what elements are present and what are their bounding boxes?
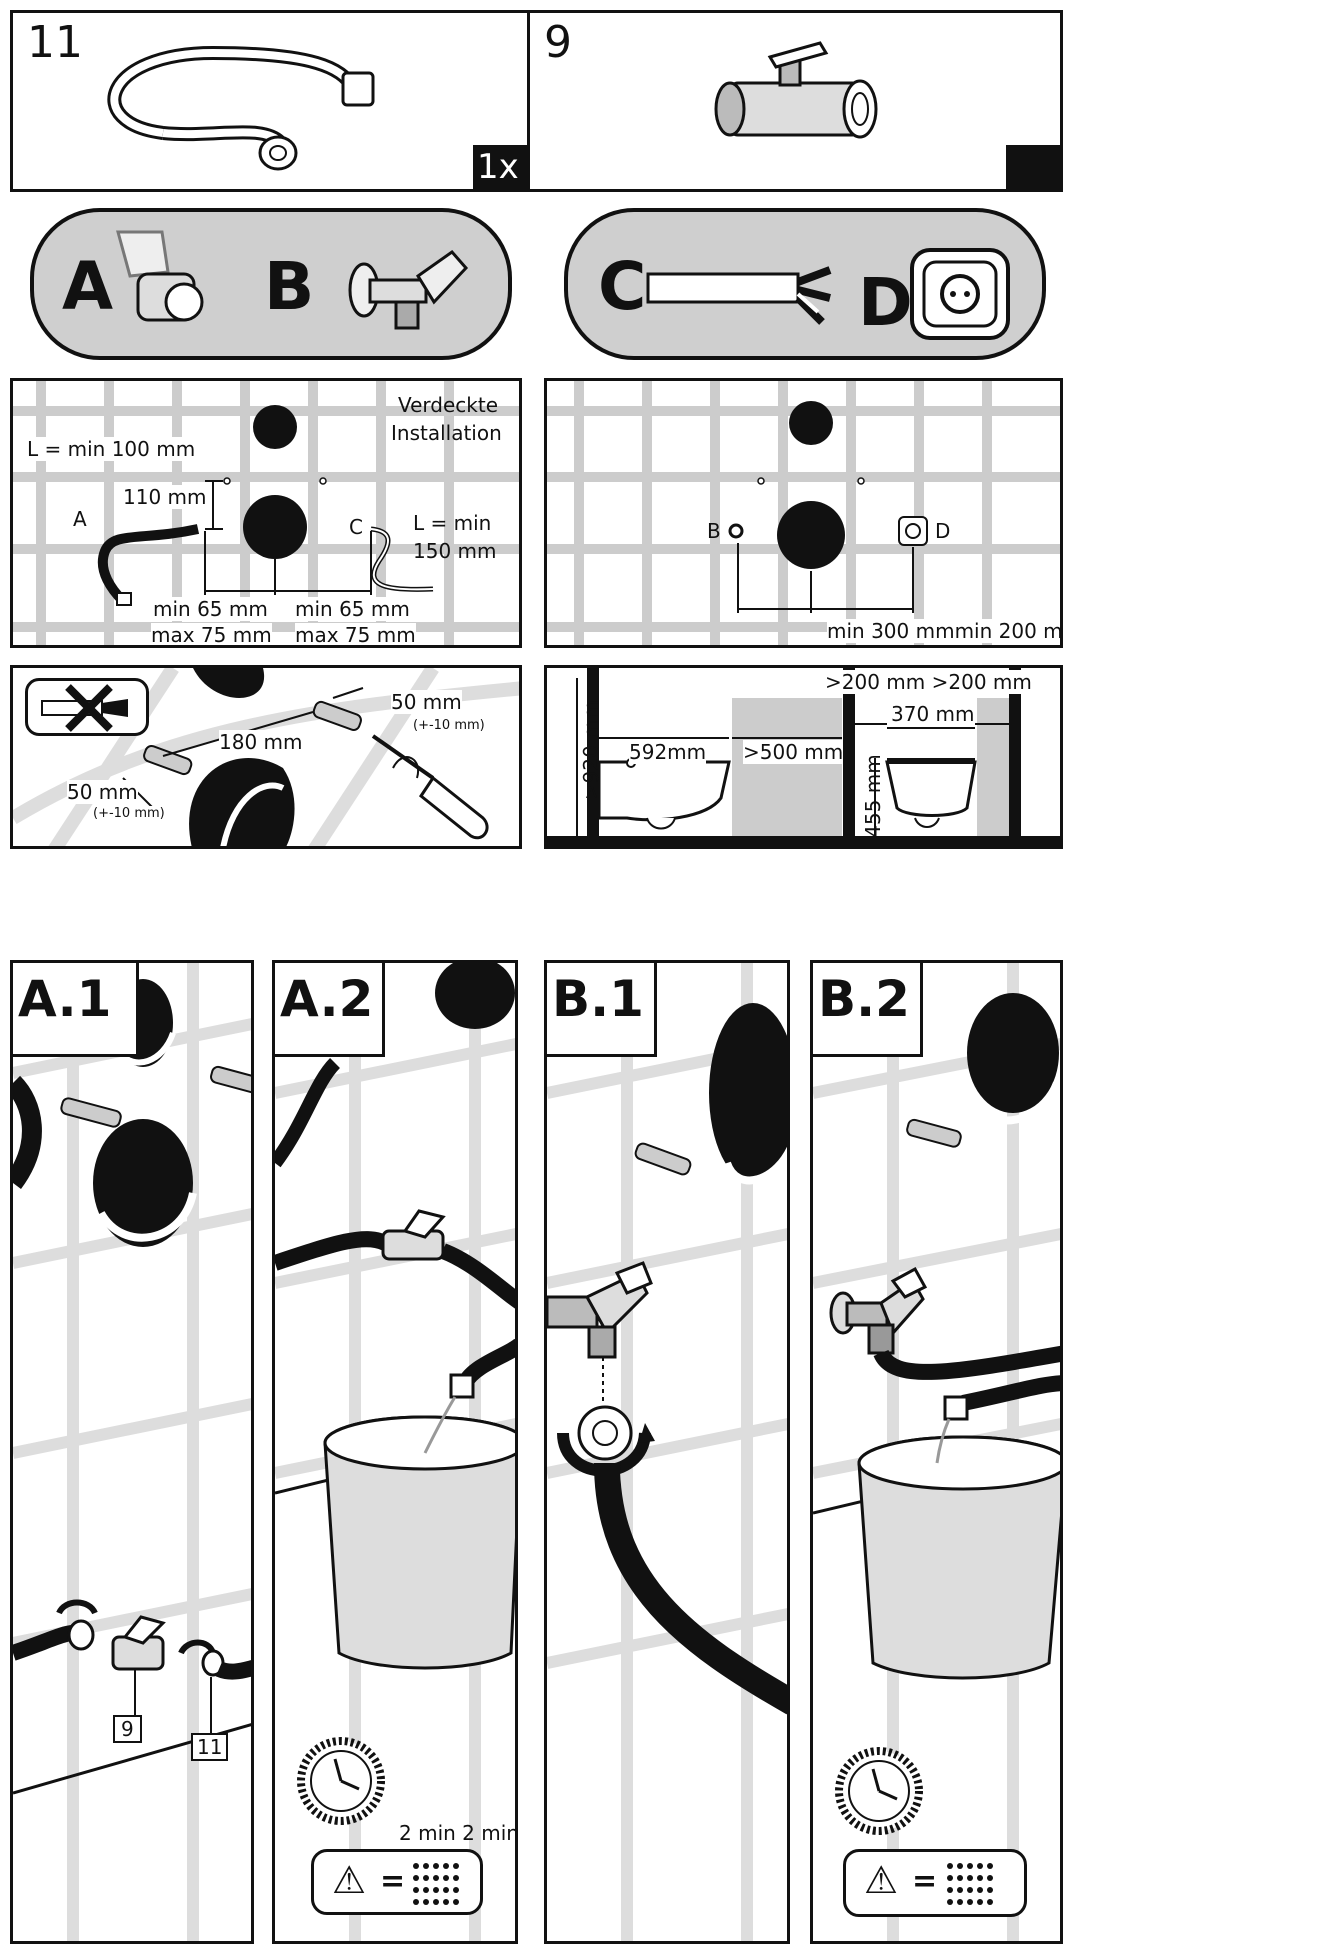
letter-B: B — [264, 248, 315, 325]
left-bolt-length: 50 mm — [67, 780, 138, 804]
part-panel-valve: 9 — [527, 10, 1063, 192]
step-B1-illustration — [547, 963, 787, 1941]
hose-length-label: L = min 100 mm — [27, 437, 196, 461]
clearance-panel: >920 mm 592mm >500 mm >200 mm >200 mm 37… — [544, 665, 1063, 849]
water-requirements-panel: A B — [30, 208, 512, 360]
step-A2-illustration — [275, 963, 515, 1941]
step-A1-panel: A.1 9 11 — [10, 960, 254, 1944]
part-panel-hose: 11 1x — [10, 10, 530, 192]
concealed-title-line2: Installation — [391, 421, 502, 445]
step-label: B.1 — [552, 970, 644, 1028]
step-label: A.2 — [280, 970, 374, 1028]
ref-part-11: 11 — [191, 1733, 229, 1761]
distance-label: min 300 mmmin 200 mm — [827, 619, 1060, 643]
angle-valve-icon — [348, 249, 469, 330]
mounting-bolts-panel: 50 mm (+-10 mm) 180 mm 50 mm (+-10 mm) — [10, 665, 522, 849]
front-500-label: >500 mm — [743, 740, 844, 764]
ref-part-9: 9 — [113, 1715, 142, 1743]
step-label: A.1 — [18, 970, 112, 1028]
label-B: B — [707, 519, 721, 543]
label-D: D — [935, 519, 951, 543]
warning-water-box: ⚠ = — [843, 1849, 1027, 1917]
cable-length-line1: L = min — [413, 511, 492, 535]
flexible-hose-icon — [107, 45, 375, 171]
power-cable-icon — [646, 266, 832, 325]
water-drops-icon — [413, 1863, 459, 1905]
step-A2-tag: A.2 — [275, 963, 385, 1057]
step-A1-illustration — [13, 963, 251, 1941]
step-A2-panel: A.2 2 min 2 min ⚠ = — [272, 960, 518, 1944]
warning-icon: ⚠ — [864, 1858, 899, 1902]
left-bolt-tolerance: (+-10 mm) — [93, 806, 165, 821]
right-max-label: max 75 mm — [295, 623, 416, 647]
step-B1-tag: B.1 — [547, 963, 657, 1057]
letter-D: D — [858, 264, 913, 341]
width-370-label: 370 mm — [891, 702, 975, 726]
electric-requirements-panel: C D — [564, 208, 1046, 360]
step-B2-tag: B.2 — [813, 963, 923, 1057]
side-200-label: >200 mm >200 mm — [825, 670, 1032, 694]
step-B2-panel: B.2 ⚠ = — [810, 960, 1063, 1944]
label-C: C — [349, 515, 363, 539]
power-socket-icon — [910, 248, 1010, 340]
tile-grid — [13, 381, 519, 645]
top-bolt-length: 50 mm — [391, 690, 462, 714]
wall-layout-concealed: Verdeckte Installation L = min 100 mm 11… — [10, 378, 522, 648]
hose-connector-icon — [116, 230, 204, 322]
height-110-label: 110 mm — [123, 485, 207, 509]
quantity-badge: 1x — [473, 145, 527, 189]
part-number: 9 — [544, 17, 572, 68]
step-B2-illustration — [813, 963, 1060, 1941]
flush-time-label: 2 min 2 min — [399, 1821, 518, 1845]
wall-layout-exposed: B D min 300 mmmin 200 mm — [544, 378, 1063, 648]
quantity-label: 1x — [477, 147, 519, 187]
quantity-badge — [1006, 145, 1060, 189]
no-saw-icon — [25, 678, 149, 736]
part-number: 11 — [27, 17, 83, 68]
water-drops-icon — [947, 1863, 993, 1905]
step-B1-panel: B.1 — [544, 960, 790, 1944]
right-min-label: min 65 mm — [295, 597, 410, 621]
step-label: B.2 — [818, 970, 910, 1028]
equals-sign: = — [380, 1864, 406, 1899]
cable-length-line2: 150 mm — [413, 539, 497, 563]
left-min-label: min 65 mm — [153, 597, 268, 621]
concealed-title-line1: Verdeckte — [398, 393, 499, 417]
step-A1-tag: A.1 — [13, 963, 139, 1057]
left-max-label: max 75 mm — [151, 623, 272, 647]
label-A: A — [73, 507, 87, 531]
ball-valve-icon — [714, 41, 878, 139]
height-455-label: 455 mm — [860, 754, 885, 838]
warning-icon: ⚠ — [332, 1858, 367, 1902]
equals-sign: = — [912, 1864, 938, 1899]
clearance-diagram — [547, 668, 1060, 846]
depth-592-label: 592mm — [629, 740, 707, 764]
bolt-spacing: 180 mm — [219, 730, 303, 754]
letter-A: A — [62, 248, 114, 325]
top-bolt-tolerance: (+-10 mm) — [413, 718, 485, 733]
height-920-label: >920 mm — [579, 699, 604, 801]
letter-C: C — [598, 248, 647, 325]
tile-grid — [547, 381, 1060, 645]
warning-water-box: ⚠ = — [311, 1849, 483, 1915]
